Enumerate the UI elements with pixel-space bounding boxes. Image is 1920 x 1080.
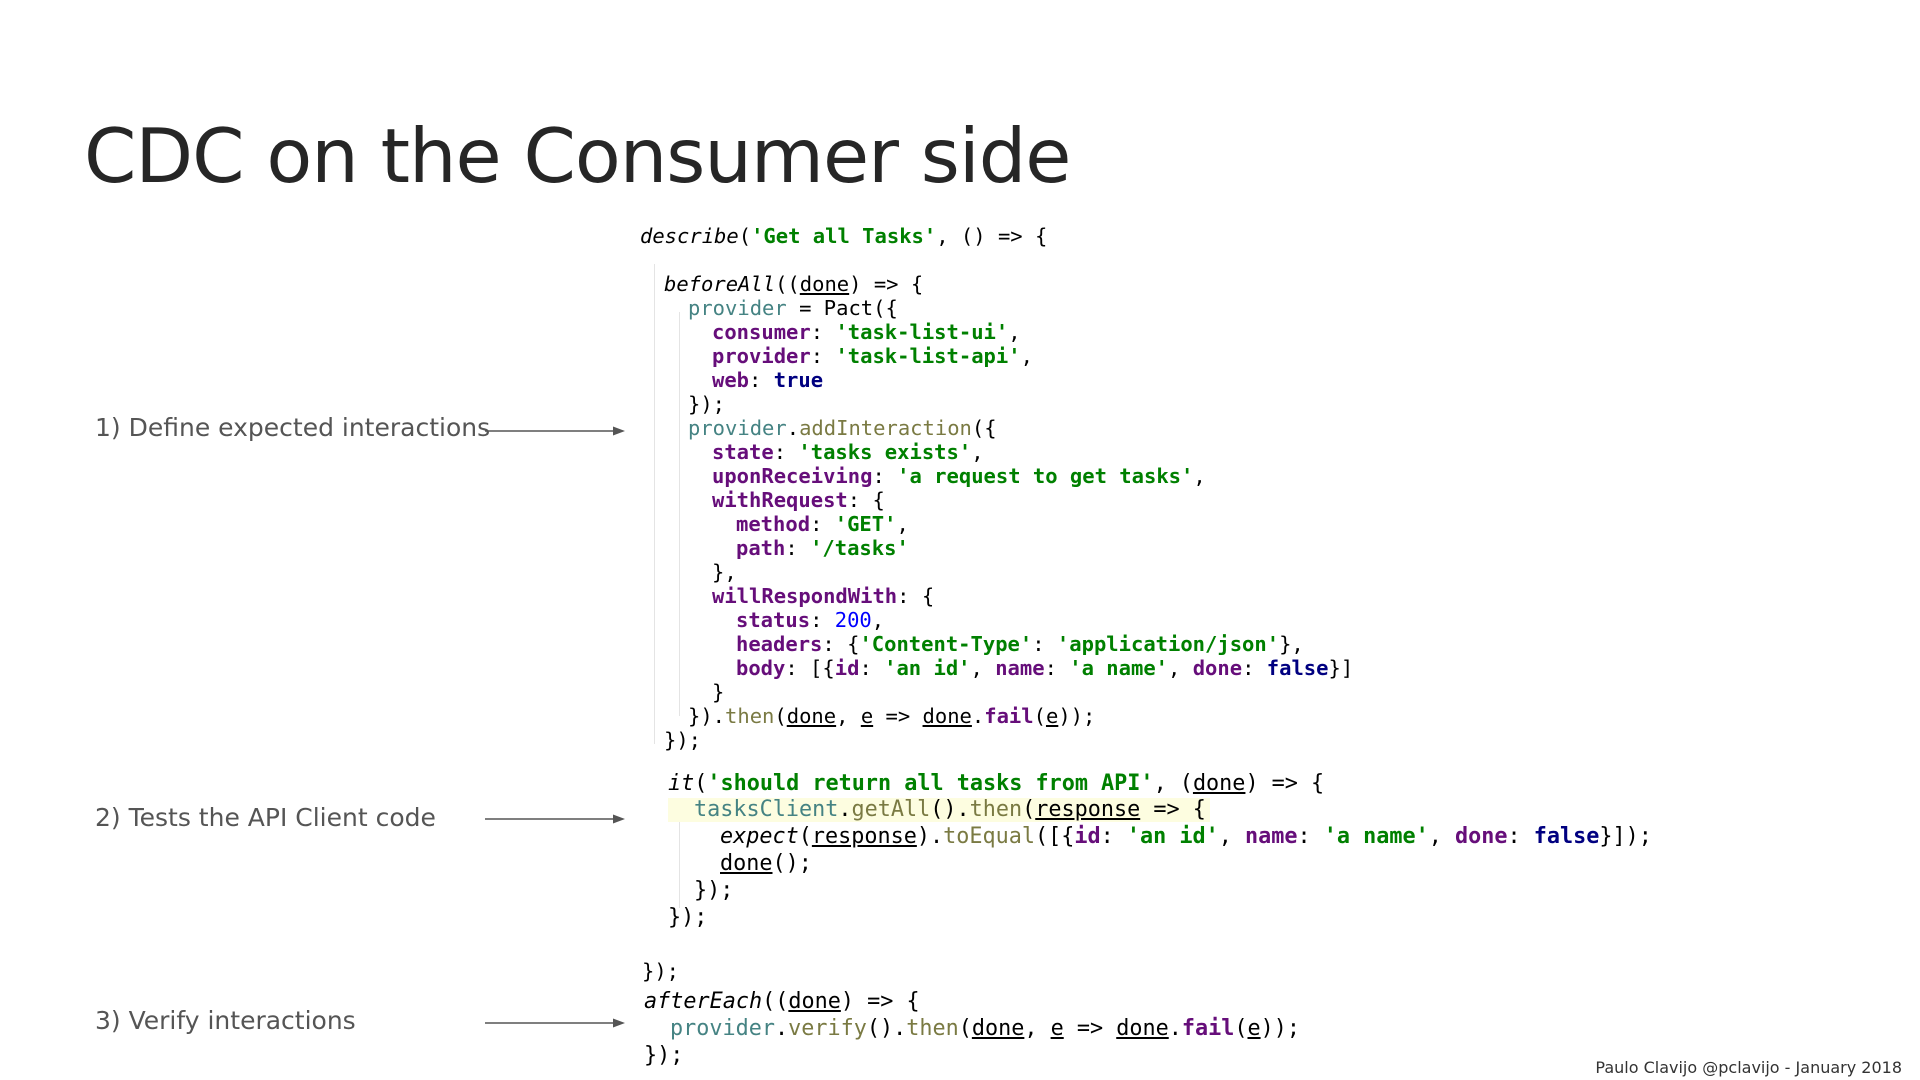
code-line: body: [{id: 'an id', name: 'a name', don… <box>736 656 1354 680</box>
code-line: provider.verify().then(done, e => done.f… <box>670 1016 1300 1041</box>
code-line: headers: {'Content-Type': 'application/j… <box>736 632 1304 656</box>
code-line: provider: 'task-list-api', <box>712 344 1033 368</box>
code-line: } <box>712 680 725 704</box>
code-line: willRespondWith: { <box>712 584 935 608</box>
code-line: }); <box>644 1043 684 1068</box>
code-line: done(); <box>720 851 812 876</box>
code-line: withRequest: { <box>712 488 885 512</box>
step-1-label: 1) Define expected interactions <box>95 413 491 442</box>
code-line: }).then(done, e => done.fail(e)); <box>688 704 1096 728</box>
step-2-label: 2) Tests the API Client code <box>95 803 436 832</box>
code-line: web: true <box>712 368 824 392</box>
code-line: consumer: 'task-list-ui', <box>712 320 1021 344</box>
code-line: describe('Get all Tasks', () => { <box>640 224 1048 248</box>
code-line: }); <box>694 878 734 903</box>
code-line: beforeAll((done) => { <box>664 272 924 296</box>
code-line: provider = Pact({ <box>688 296 898 320</box>
code-line: }); <box>642 959 680 983</box>
slide-title: CDC on the Consumer side <box>84 112 1071 200</box>
code-line: it('should return all tasks from API', (… <box>668 771 1325 796</box>
code-line: expect(response).toEqual([{id: 'an id', … <box>720 824 1652 849</box>
indent-guide <box>654 264 655 744</box>
code-line: uponReceiving: 'a request to get tasks', <box>712 464 1206 488</box>
code-line: status: 200, <box>736 608 885 632</box>
code-line: afterEach((done) => { <box>644 989 920 1014</box>
code-line: tasksClient.getAll().then(response => { <box>668 798 1210 822</box>
step-2-arrow-icon <box>485 814 625 824</box>
code-line: provider.addInteraction({ <box>688 416 997 440</box>
indent-guide <box>679 312 680 716</box>
indent-guide <box>679 808 680 908</box>
step-3-arrow-icon <box>485 1018 625 1028</box>
code-line: }, <box>712 560 737 584</box>
code-line: path: '/tasks' <box>736 536 909 560</box>
code-line: method: 'GET', <box>736 512 909 536</box>
code-block: describe('Get all Tasks', () => { before… <box>0 0 1652 1068</box>
step-3-label: 3) Verify interactions <box>95 1006 356 1035</box>
code-line: state: 'tasks exists', <box>712 440 984 464</box>
footer-credit: Paulo Clavijo @pclavijo - January 2018 <box>1595 1058 1902 1077</box>
step-1-arrow-icon <box>485 426 625 436</box>
code-line: }); <box>668 905 708 930</box>
code-line: }); <box>688 392 726 416</box>
code-line: }); <box>664 728 702 752</box>
